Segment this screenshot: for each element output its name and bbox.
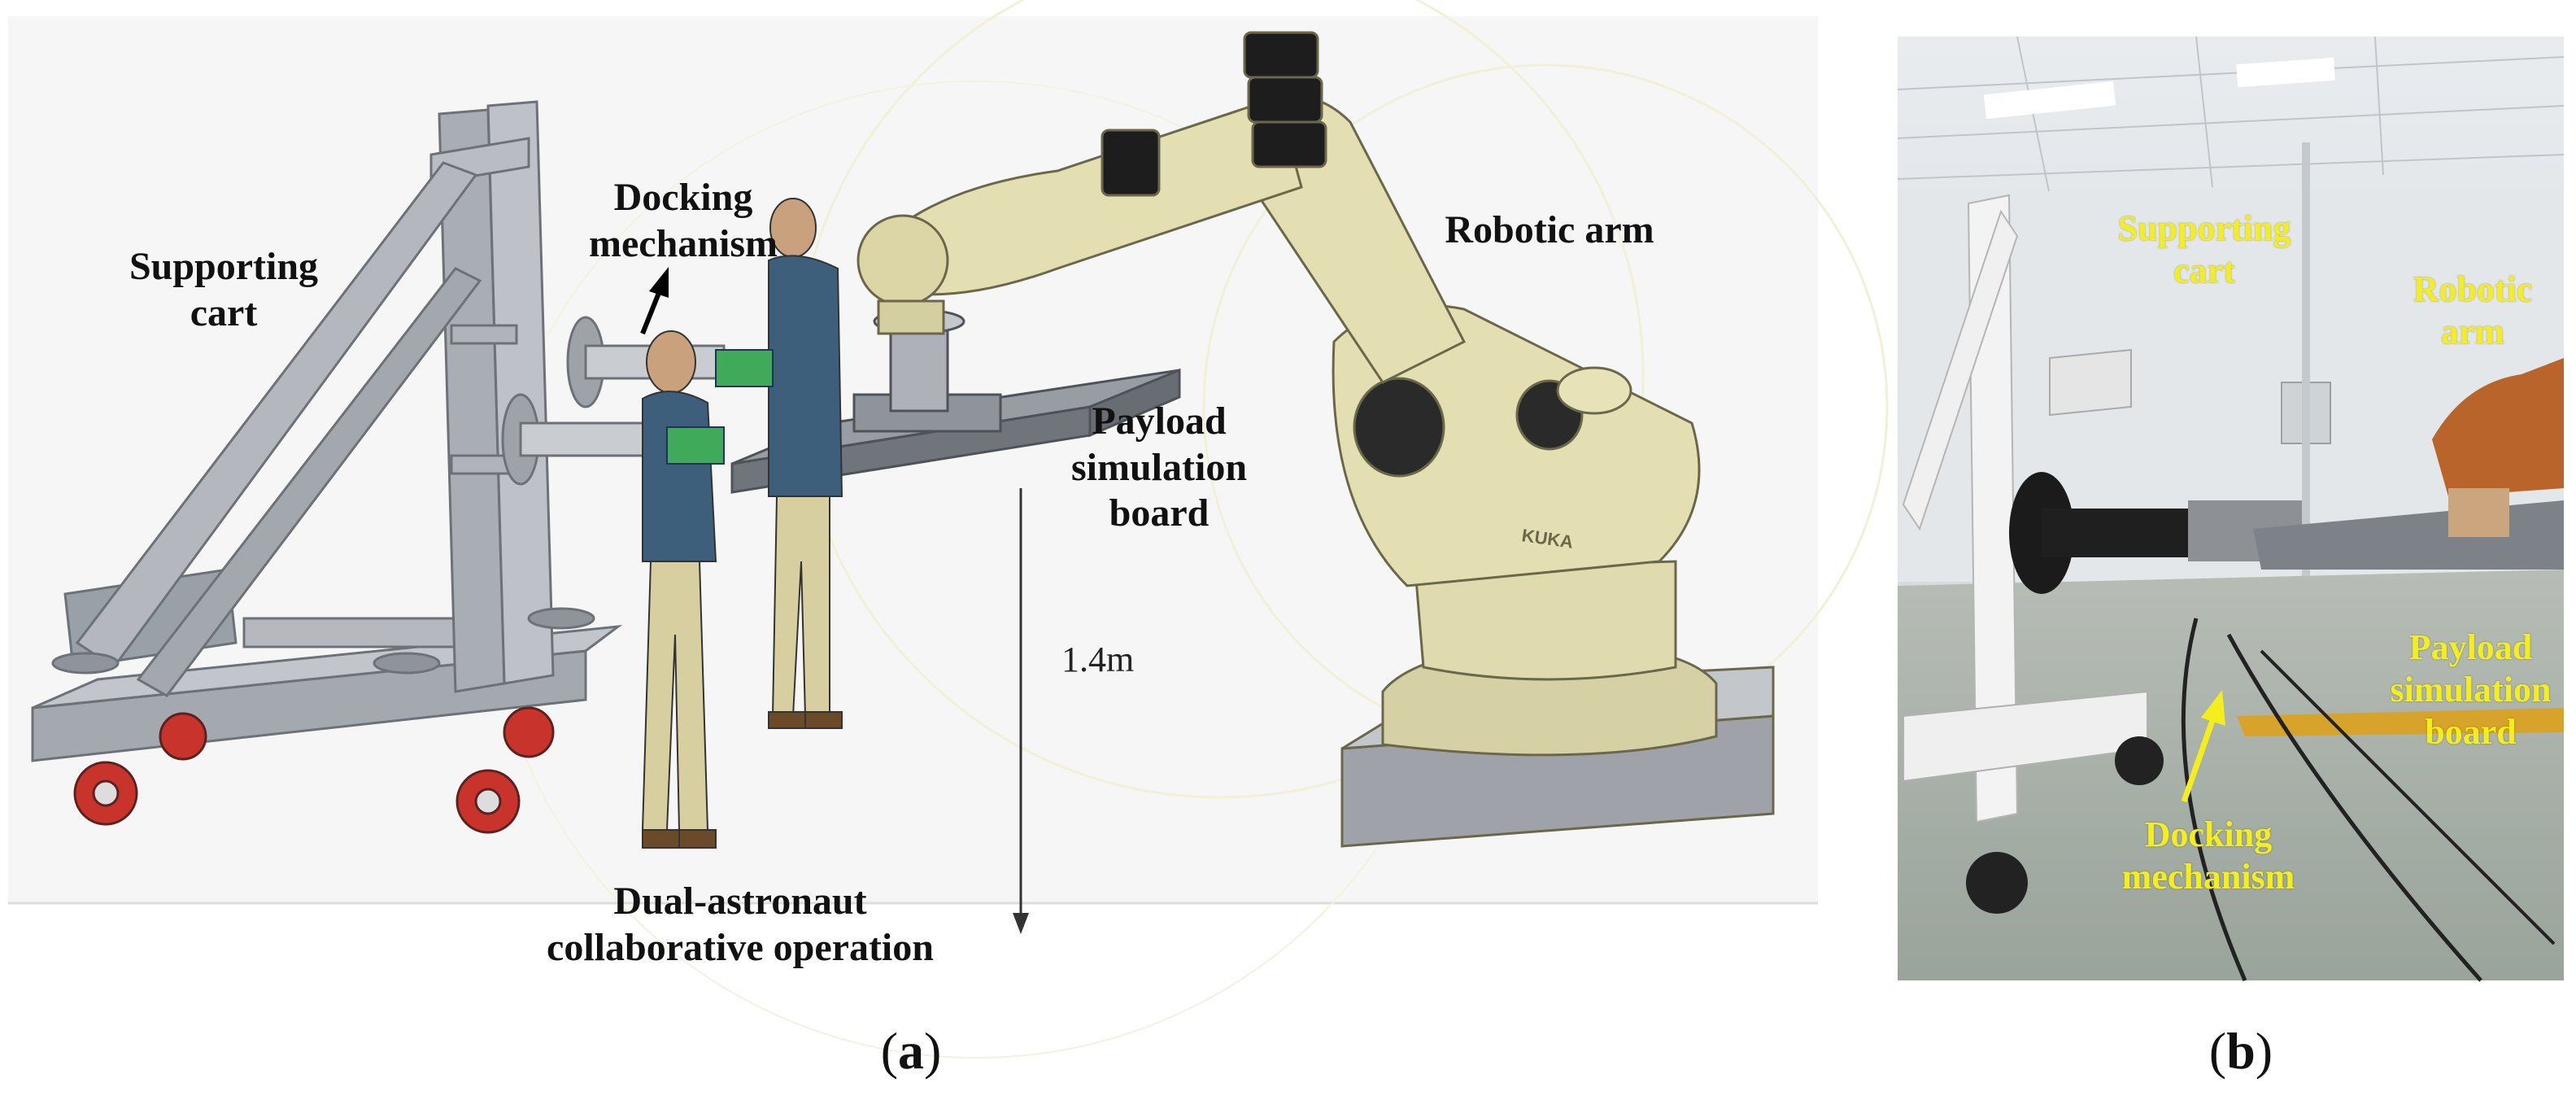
supporting-cart-model <box>31 100 726 762</box>
panel-a-render: KUKA <box>8 0 1889 1059</box>
photo-label-robotic-arm: Robotic arm <box>2413 269 2533 351</box>
photo-label-supporting-cart: Supporting cart <box>2117 208 2291 290</box>
panel-b-photo <box>1897 36 2565 982</box>
cart-wheels <box>73 706 555 834</box>
label-robotic-arm: Robotic arm <box>1445 208 1654 251</box>
panel-tag-b: (b) <box>2208 1022 2273 1080</box>
panel-tag-a: (a) <box>880 1022 942 1080</box>
robotic-arm-model <box>856 31 1775 848</box>
photo-supporting-cart <box>1902 194 2164 914</box>
docking-unit-lower <box>666 426 725 465</box>
astronaut-back <box>768 198 843 729</box>
label-supporting-cart: Supporting cart <box>129 245 319 334</box>
label-height: 1.4m <box>1061 640 1135 679</box>
photo-label-docking-mechanism: Docking mechanism <box>2121 814 2295 897</box>
label-payload-board: Payload simulation board <box>1070 400 1248 535</box>
photo-label-payload-board: Payload simulation board <box>2390 627 2552 752</box>
photo-docking-arrow <box>2181 714 2217 803</box>
docking-arrow <box>640 287 663 335</box>
label-dual-astronaut: Dual-astronaut collaborative operation <box>547 880 934 969</box>
label-docking-mechanism: Docking mechanism <box>589 176 778 265</box>
photo-robotic-arm <box>2432 358 2564 537</box>
docking-unit-upper <box>715 349 774 387</box>
